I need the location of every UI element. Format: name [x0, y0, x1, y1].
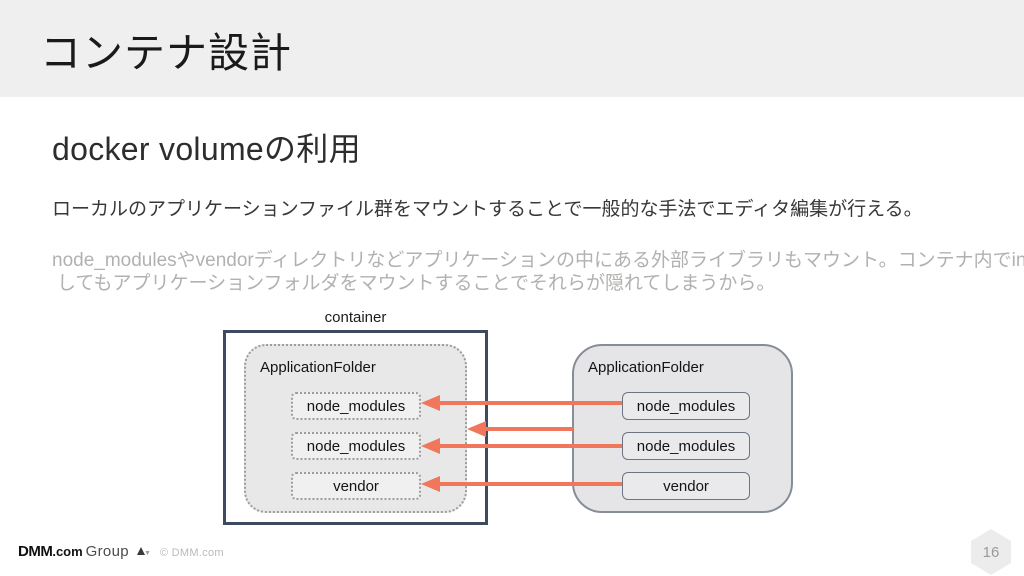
application-folder-container-side: ApplicationFolder node_modules node_modu…: [244, 344, 467, 513]
slide-header-title: コンテナ設計: [40, 29, 292, 76]
left-vendor: vendor: [291, 472, 421, 500]
copyright-text: © DMM.com: [159, 547, 224, 559]
page-title: docker volumeの利用: [52, 131, 361, 167]
application-folder-host-side: ApplicationFolder node_modules node_modu…: [572, 344, 793, 513]
left-node-modules-1: node_modules: [291, 392, 421, 420]
page-number-badge: 16: [971, 529, 1011, 575]
container-box-label: container: [324, 309, 387, 326]
dmm-logo-text: DMM: [18, 543, 53, 560]
page-number: 16: [982, 543, 1000, 561]
right-node-modules-1: node_modules: [622, 392, 750, 420]
dmm-group-mark-icon: [136, 543, 150, 561]
right-vendor: vendor: [622, 472, 750, 500]
dmm-logo-group-text: Group: [85, 543, 129, 560]
slide-header: コンテナ設計: [0, 0, 1024, 97]
body-paragraph-secondary-line2: してもアプリケーションフォルダをマウントすることでそれらが隠れてしまうから。: [57, 273, 776, 294]
application-folder-left-title: ApplicationFolder: [260, 359, 376, 376]
dmm-logo-com-text: .com: [52, 544, 83, 559]
body-paragraph-primary: ローカルのアプリケーションファイル群をマウントすることで一般的な手法でエディタ編…: [52, 199, 923, 220]
body-paragraph-secondary-line1: node_modulesやvendorディレクトリなどアプリケーションの中にある…: [52, 250, 1024, 271]
body-paragraph-secondary: node_modulesやvendorディレクトリなどアプリケーションの中にある…: [52, 249, 1024, 295]
application-folder-right-title: ApplicationFolder: [588, 359, 704, 376]
left-node-modules-2: node_modules: [291, 432, 421, 460]
dmm-logo: DMM.com Group © DMM.com: [18, 543, 224, 561]
right-node-modules-2: node_modules: [622, 432, 750, 460]
